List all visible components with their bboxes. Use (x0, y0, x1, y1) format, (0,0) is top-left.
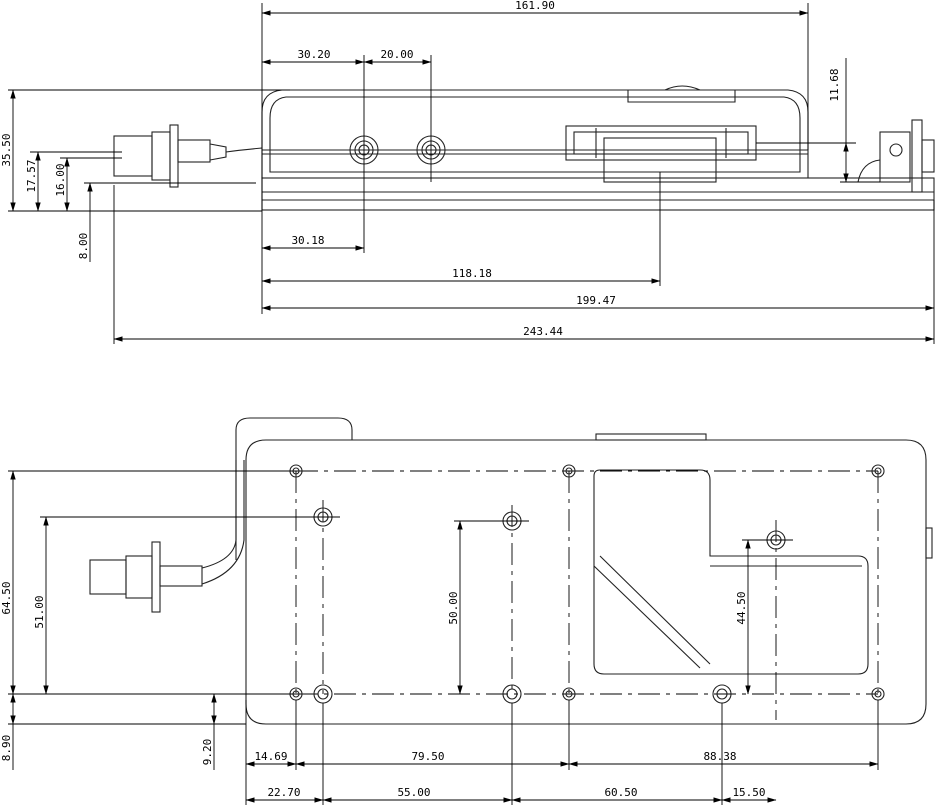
dim-total-height: 35.50 (0, 133, 13, 166)
dim-port-spacing: 20.00 (380, 48, 413, 61)
plan-mounting-holes (290, 465, 884, 700)
dim-bottom-port-offset: 30.18 (291, 234, 324, 247)
dim-hole-spacing-2: 88.38 (703, 750, 736, 763)
dim-hole-spacing-1: 79.50 (411, 750, 444, 763)
plan-mounting-pattern (296, 471, 878, 720)
dim-port-spacing-2: 60.50 (604, 786, 637, 799)
dim-base-height: 8.00 (77, 233, 90, 260)
dim-port-offset: 22.70 (267, 786, 300, 799)
dim-port-spacing-3: 15.50 (732, 786, 765, 799)
plan-housing (236, 418, 932, 724)
plan-dimension-lines (13, 471, 878, 800)
dim-left-hole-offset: 14.69 (254, 750, 287, 763)
side-right-connector (858, 120, 934, 192)
side-dimension-labels: 161.90 30.20 20.00 30.18 118.18 199.47 2… (0, 0, 841, 338)
plan-dimension-labels: 64.50 51.00 50.00 44.50 8.90 9.20 14.69 … (0, 581, 766, 799)
dim-overall-top-length: 161.90 (515, 0, 555, 12)
side-internal-module (566, 126, 756, 182)
dim-base-length: 199.47 (576, 294, 616, 307)
plan-internal-module (594, 470, 868, 674)
side-cable-fitting (114, 125, 262, 187)
dim-cable-height: 17.57 (25, 159, 38, 192)
dim-right-port-width: 44.50 (735, 591, 748, 624)
dim-connector-offset: 118.18 (452, 267, 492, 280)
dim-center-port-width: 50.00 (447, 591, 460, 624)
dim-first-port-offset: 30.20 (297, 48, 330, 61)
dim-lid-height: 11.68 (828, 68, 841, 101)
dim-port-spacing-1: 55.00 (397, 786, 430, 799)
dim-overall-length: 243.44 (523, 325, 563, 338)
dim-fitting-height: 16.00 (54, 163, 67, 196)
side-extension-lines (8, 3, 934, 344)
side-base-plate (262, 178, 934, 210)
dim-mount-width: 64.50 (0, 581, 13, 614)
side-view: 161.90 30.20 20.00 30.18 118.18 199.47 2… (0, 0, 934, 344)
plan-view: 64.50 51.00 50.00 44.50 8.90 9.20 14.69 … (0, 418, 932, 805)
dim-port-edge-offset: 9.20 (201, 739, 214, 766)
dim-edge-offset: 8.90 (0, 735, 13, 762)
dim-port-row-width: 51.00 (33, 595, 46, 628)
plan-cable-fitting (90, 460, 244, 612)
